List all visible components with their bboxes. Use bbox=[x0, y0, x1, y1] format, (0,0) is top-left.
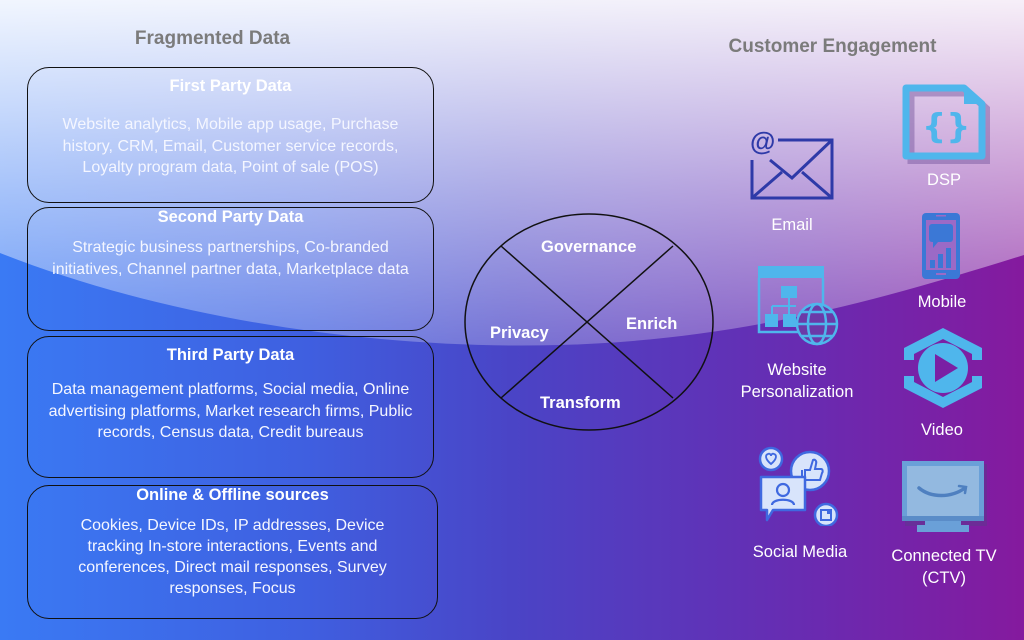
svg-text:@: @ bbox=[750, 126, 775, 156]
channel-video-label: Video bbox=[921, 421, 963, 439]
channel-ctv-label: Connected TV (CTV) bbox=[891, 547, 997, 587]
code-file-icon: {} bbox=[902, 84, 990, 164]
email-icon: @ bbox=[750, 126, 834, 200]
segment-governance: Governance bbox=[541, 238, 637, 256]
card-title: Online & Offline sources bbox=[136, 486, 329, 504]
card-title: Second Party Data bbox=[157, 208, 304, 226]
channel-email-label: Email bbox=[771, 216, 813, 234]
second-party-data-card: Second Party Data Strategic business par… bbox=[27, 207, 434, 331]
channel-social-media-label: Social Media bbox=[752, 543, 848, 561]
third-party-data-card: Third Party Data Data management platfor… bbox=[27, 336, 434, 478]
tv-icon bbox=[902, 461, 987, 532]
wheel-outline bbox=[464, 213, 714, 431]
card-title: First Party Data bbox=[169, 77, 292, 95]
wheel-divider bbox=[500, 245, 674, 399]
fragmented-data-heading: Fragmented Data bbox=[134, 28, 291, 49]
data-process-wheel bbox=[464, 213, 714, 431]
social-media-icon bbox=[758, 446, 839, 526]
svg-text:{}: {} bbox=[922, 107, 970, 147]
card-body: Strategic business partnerships, Co-bran… bbox=[52, 239, 409, 278]
segment-transform: Transform bbox=[540, 394, 621, 412]
card-body: Website analytics, Mobile app usage, Pur… bbox=[62, 116, 399, 176]
video-play-icon bbox=[904, 328, 982, 408]
online-offline-sources-card: Online & Offline sources Cookies, Device… bbox=[27, 485, 438, 619]
segment-enrich: Enrich bbox=[626, 315, 678, 333]
channel-website-personalization-label: Website Personalization bbox=[740, 361, 854, 401]
mobile-icon bbox=[922, 213, 960, 279]
card-body: Cookies, Device IDs, IP addresses, Devic… bbox=[78, 517, 387, 597]
first-party-data-card: First Party Data Website analytics, Mobi… bbox=[27, 67, 434, 203]
channel-dsp-label: DSP bbox=[927, 171, 961, 189]
customer-engagement-heading: Customer Engagement bbox=[728, 36, 937, 57]
channel-mobile-label: Mobile bbox=[917, 293, 967, 311]
card-body: Data management platforms, Social media,… bbox=[48, 381, 413, 441]
card-title: Third Party Data bbox=[166, 346, 295, 364]
website-globe-icon bbox=[757, 266, 839, 346]
segment-privacy: Privacy bbox=[490, 324, 549, 342]
